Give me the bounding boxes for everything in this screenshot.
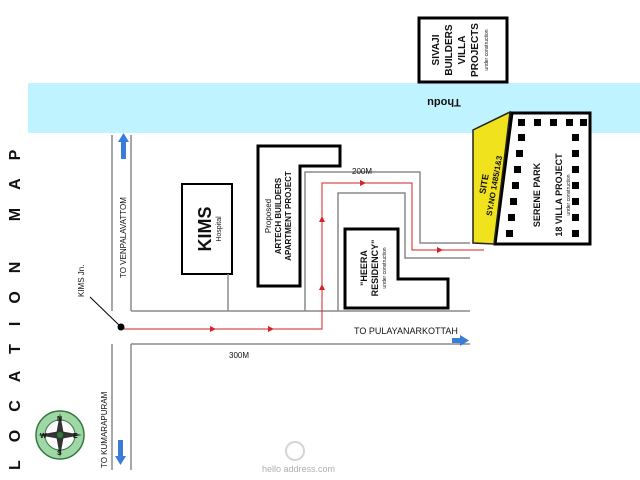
villa-plot	[572, 166, 579, 173]
sivaji-line3: VILLA	[457, 36, 468, 65]
villa-plot	[566, 119, 573, 126]
villa-plot	[572, 150, 579, 157]
site-line1: SITE	[477, 173, 490, 194]
watermark-text: hello address.com	[262, 464, 335, 474]
heera-line2: RESIDENCY"	[370, 240, 380, 297]
route-arrows	[210, 180, 443, 332]
site-plot: SITE SY.NO 1485/1&3	[472, 110, 511, 245]
to-pulayanarkottah-label: TO PULAYANARKOTTAH	[354, 326, 458, 336]
villa-plot	[512, 182, 519, 189]
kims-sub: Hospital	[216, 216, 223, 242]
sivaji-line4: PROJECTS	[470, 23, 481, 77]
sivaji-builders-building: SIVAJI BUILDERS VILLA PROJECTS under con…	[417, 16, 509, 84]
kims-junction-leader	[89, 296, 121, 327]
arrow-up-icon	[118, 133, 129, 159]
arrow-down-icon	[115, 440, 126, 465]
villa-plot	[518, 134, 525, 141]
villa-plot	[572, 134, 579, 141]
villa-plot	[580, 119, 587, 126]
serene-line1: SERENE PARK	[532, 162, 542, 227]
water-label: Thodu	[427, 96, 461, 108]
distance-300m-label: 300M	[229, 351, 249, 360]
villa-plot	[510, 198, 517, 205]
heera-residency-building: "HEERA RESIDENCY" under construction	[343, 227, 450, 310]
artech-apartment-building: Proposed ARTECH BUILDERS APARTMENT PROJE…	[256, 144, 342, 288]
villa-plot	[516, 150, 523, 157]
compass-e: E	[73, 433, 78, 440]
villa-plot	[508, 214, 515, 221]
sivaji-line1: SIVAJI	[431, 34, 442, 65]
roads	[111, 135, 470, 470]
compass-w: W	[40, 433, 47, 440]
kims-name: KIMS	[195, 207, 215, 252]
villa-plot	[518, 119, 525, 126]
artech-line2: ARTECH BUILDERS	[274, 177, 283, 254]
kims-junction-label: KIMS Jn.	[77, 265, 86, 297]
route-to-site	[122, 182, 484, 330]
kims-hospital-building: KIMS Hospital	[181, 183, 233, 275]
villa-plot	[572, 230, 579, 237]
watermark: hello address.com	[262, 441, 335, 474]
villa-plot	[506, 230, 513, 237]
heera-line1: "HEERA	[359, 250, 369, 286]
artech-line1: Proposed	[264, 199, 273, 233]
heera-sub: under construction	[382, 247, 388, 288]
villa-plot	[572, 214, 579, 221]
serene-park-building: SERENE PARK 18 VILLA PROJECT under const…	[493, 111, 592, 246]
to-venpalavattom-label: TO VENPALAVATTOM	[119, 197, 128, 278]
villa-dots	[506, 119, 587, 237]
villa-plot	[550, 119, 557, 126]
sivaji-line2: BUILDERS	[444, 24, 455, 75]
villa-plot	[534, 119, 541, 126]
compass-rose-icon: N S E W	[35, 410, 85, 460]
artech-line3: APARTMENT PROJECT	[284, 171, 293, 261]
compass-n: N	[57, 416, 62, 423]
villa-plot	[572, 198, 579, 205]
serene-line2: 18 VILLA PROJECT	[554, 153, 564, 237]
distance-200m-label: 200M	[352, 167, 372, 176]
to-kumarapuram-label: TO KUMARAPURAM	[100, 391, 109, 468]
map-title: LOCATION MAP	[7, 132, 24, 470]
villa-plot	[572, 182, 579, 189]
serene-sub: under construction	[566, 174, 572, 215]
compass-s: S	[57, 450, 62, 457]
arrow-right-icon	[452, 335, 469, 346]
villa-plot	[514, 166, 521, 173]
sivaji-sub: under construction	[484, 29, 490, 70]
